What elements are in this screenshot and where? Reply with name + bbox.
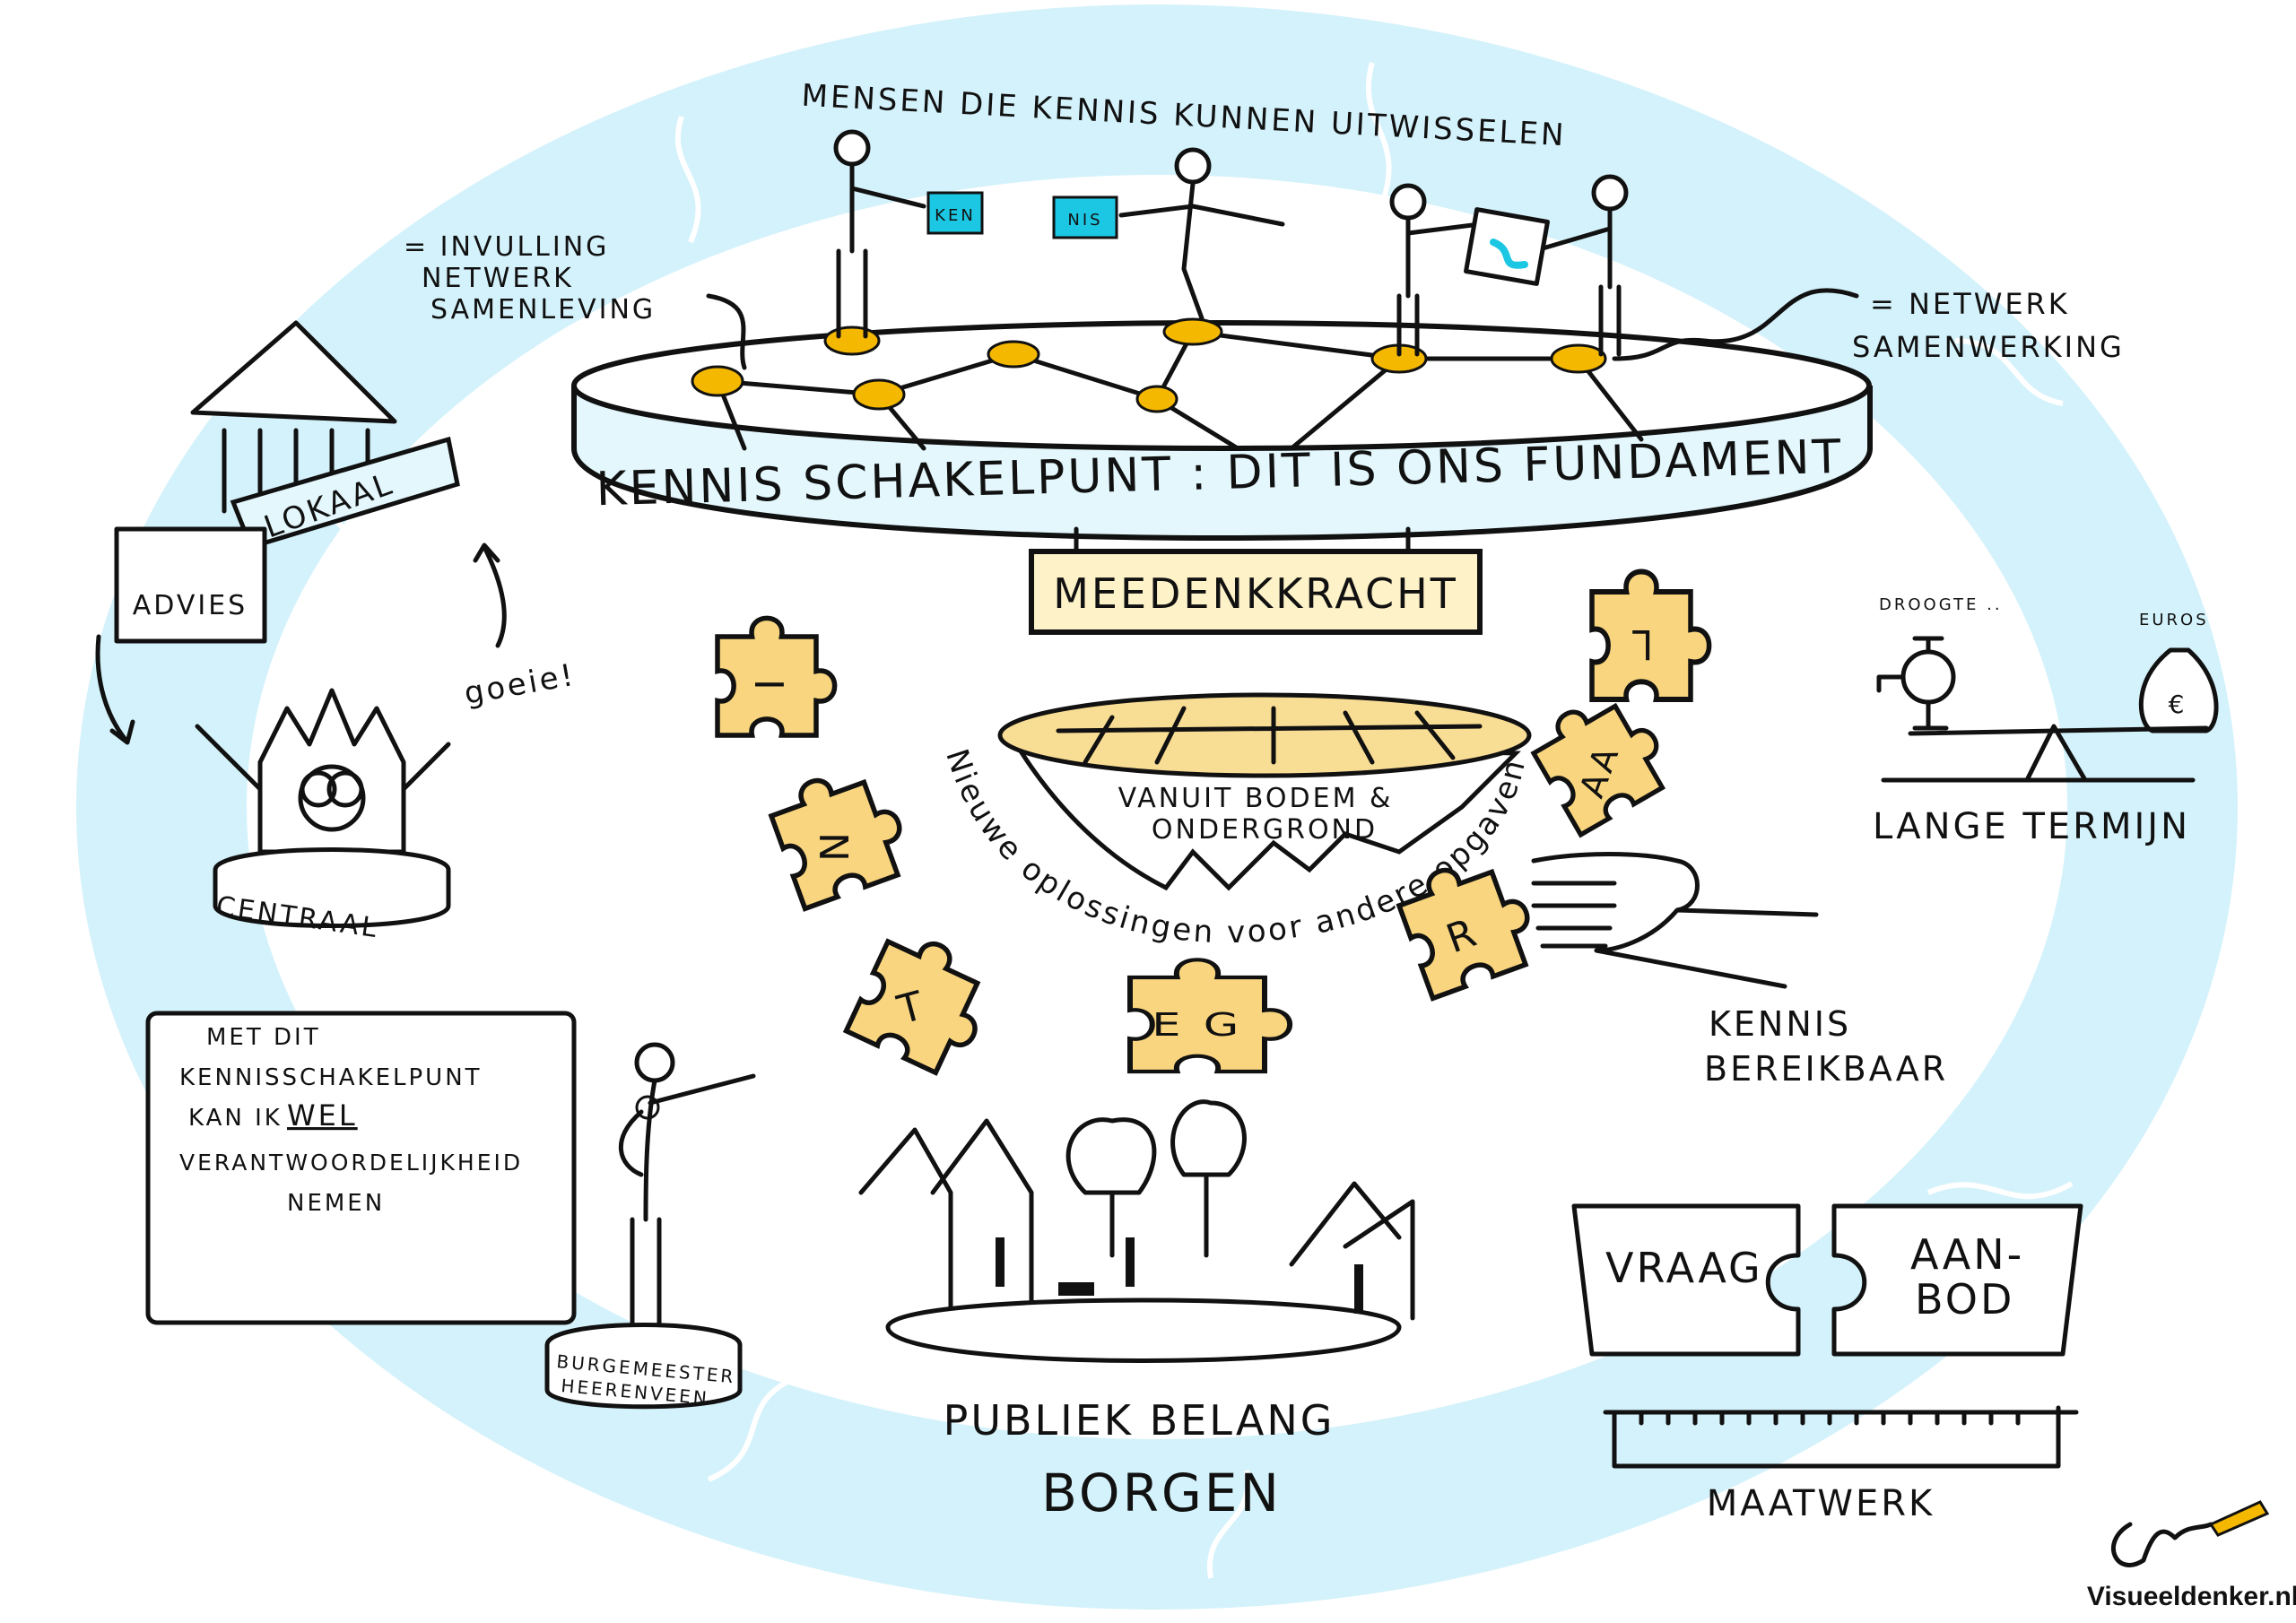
note-line: BEREIKBAAR (1704, 1049, 1948, 1089)
speech-line: MET DIT (206, 1024, 321, 1051)
village-island (858, 1099, 1415, 1363)
people-exchanging-knowledge (833, 129, 1629, 357)
note-line: SAMENWERKING (1852, 330, 2125, 364)
puzzle-label-ken: KEN (935, 206, 976, 225)
borgen-label: BORGEN (1041, 1462, 1282, 1523)
pencil-icon (2208, 1500, 2270, 1537)
speech-box: MET DIT KENNISSCHAKELPUNT KAN IK WEL VER… (145, 1011, 577, 1325)
goeie-label: goeie! (462, 657, 578, 712)
vraag-piece: VRAAG (1571, 1203, 1801, 1357)
bowl-label-line2: ONDERGROND (1152, 814, 1378, 846)
note-line: NETWERK (422, 263, 574, 294)
aanbod-piece: AAN- BOD (1831, 1203, 2083, 1357)
puzzle-piece-l: L (1592, 572, 1709, 700)
note-line: = NETWERK (1870, 287, 2070, 321)
bowl-label-line1: VANUIT BODEM & (1118, 783, 1394, 814)
meedenkkracht-sign: MEEDENKKRACHT (1029, 526, 1483, 635)
puzzle-piece-t: T (847, 924, 1003, 1081)
puzzle-letter: E G (1152, 1007, 1242, 1044)
note-invulling-netwerk-samenleving: = INVULLING NETWERK SAMENLEVING (404, 231, 747, 370)
arrow-down-icon (95, 634, 135, 745)
advies-box: ADVIES (114, 526, 267, 644)
mayor-pedestal: BURGEMEESTER HEERENVEEN (544, 1323, 743, 1409)
aanbod-label-line2: BOD (1915, 1275, 2014, 1324)
advies-label: ADVIES (133, 590, 248, 621)
euros-label: EUROS (2139, 611, 2209, 629)
speech-emphasis: WEL (287, 1098, 358, 1133)
puzzle-piece-eg: E G (1130, 959, 1290, 1072)
publiek-belang-borgen: PUBLIEK BELANG BORGEN (944, 1396, 1335, 1523)
droogte-label: DROOGTE .. (1879, 595, 2003, 614)
water-tap-icon (1876, 636, 1956, 731)
puzzle-letter: L (1630, 621, 1654, 668)
connector-line (1612, 288, 1859, 361)
note-line: = INVULLING (404, 231, 609, 263)
background-ring (76, 4, 2238, 1610)
speech-line: KAN IK (188, 1105, 283, 1132)
euro-sign-icon: € (2169, 690, 2187, 719)
credit-site: Visueeldenker.nl (2087, 1582, 2296, 1611)
puzzle-letter: N (813, 829, 858, 862)
vraag-label: VRAAG (1605, 1244, 1763, 1292)
speech-line: VERANTWOORDELIJKHEID (179, 1150, 523, 1176)
puzzle-piece-aa: AA (1525, 682, 1677, 835)
note-line: KENNIS (1709, 1004, 1851, 1044)
knowledge-platform: KENNIS SCHAKELPUNT : DIT IS ONS FUNDAMEN… (571, 317, 1873, 542)
lange-termijn-label: LANGE TERMIJN (1873, 806, 2190, 847)
speech-line: KENNISSCHAKELPUNT (179, 1064, 483, 1091)
puzzle-piece-r: R (1393, 848, 1543, 998)
kennis-bereikbaar-note: KENNIS BEREIKBAAR (1704, 1004, 1948, 1089)
artist-signature: Visueeldenker.nl (2087, 1500, 2296, 1611)
balance-scale: DROOGTE .. EUROS € LANGE TERMIJN (1873, 595, 2219, 847)
puzzle-piece-n: N (765, 759, 915, 908)
publiek-belang-label: PUBLIEK BELANG (944, 1396, 1335, 1445)
sign-label: MEEDENKKRACHT (1053, 569, 1458, 618)
puzzle-label-nis: NIS (1067, 211, 1102, 230)
ruler: MAATWERK (1603, 1405, 2079, 1524)
puzzle-letter: I (745, 679, 791, 693)
note-netwerk-samenwerking: = NETWERK SAMENWERKING (1612, 287, 2125, 364)
ring-puzzle-seams (277, 62, 2074, 1579)
aanbod-label-line1: AAN- (1910, 1230, 2024, 1279)
maatwerk-label: MAATWERK (1707, 1483, 1935, 1524)
speech-line: NEMEN (287, 1190, 385, 1217)
mayor-figure (618, 1042, 756, 1330)
puzzle-piece-nis: NIS (1052, 195, 1118, 239)
arrow-up-icon (473, 542, 507, 648)
reaching-hand (1531, 852, 1819, 989)
puzzle-piece-i: I (718, 618, 835, 735)
note-line: SAMENLEVING (430, 294, 656, 325)
arrow-icon (706, 293, 747, 370)
network-nodes (691, 317, 1607, 413)
puzzle-piece-ken: KEN (926, 191, 984, 235)
